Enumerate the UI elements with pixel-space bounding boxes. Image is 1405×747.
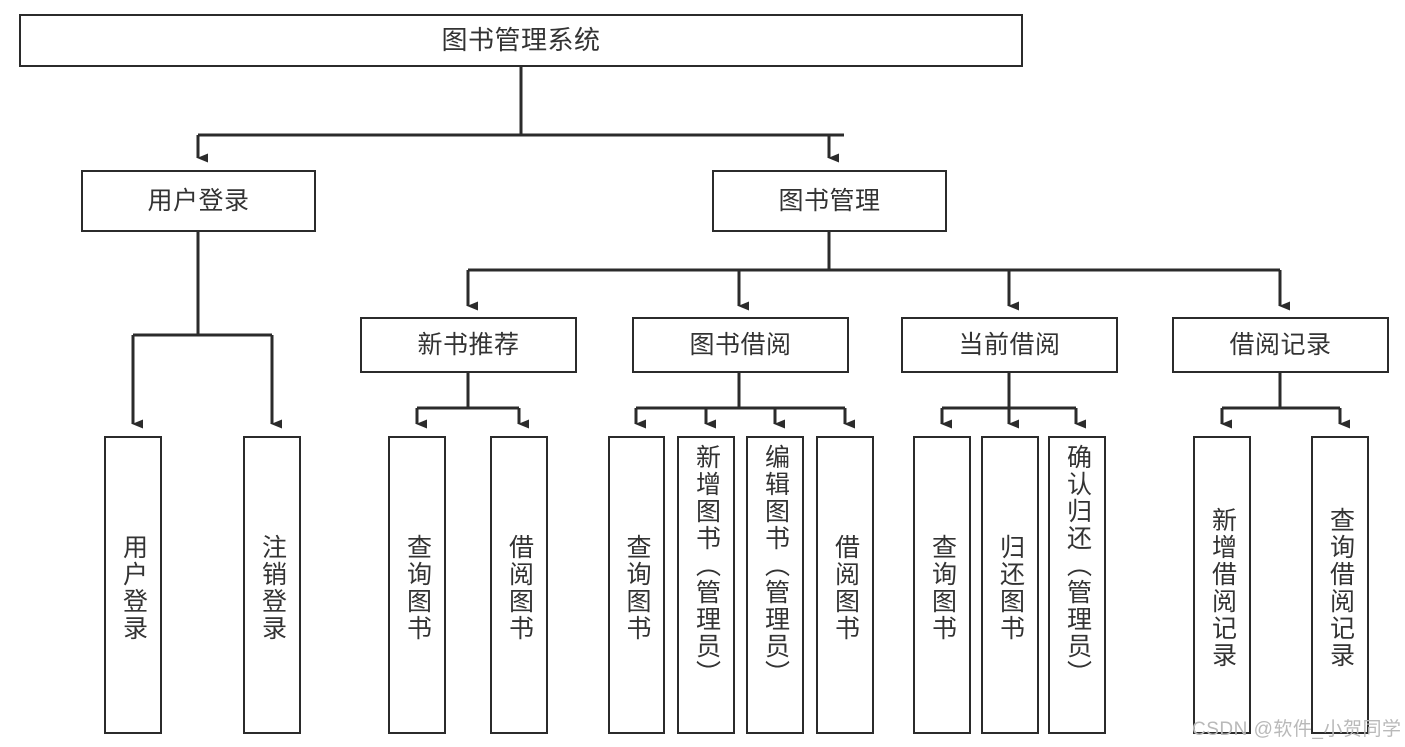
node-borrow-record-label: 借阅记录 (1229, 330, 1332, 359)
node-leaf-user-login[interactable]: 用户登录 (104, 436, 162, 734)
node-leaf-logout[interactable]: 注销登录 (243, 436, 301, 734)
node-current-borrow-label: 当前借阅 (958, 330, 1061, 359)
node-leaf-query-book-2-label: 查询图书 (623, 534, 651, 642)
node-current-borrow[interactable]: 当前借阅 (901, 317, 1118, 373)
node-leaf-edit-book-label: 编辑图书（管理员） (761, 444, 790, 687)
node-leaf-query-record[interactable]: 查询借阅记录 (1311, 436, 1369, 734)
node-leaf-logout-label: 注销登录 (258, 534, 287, 642)
node-leaf-add-book-label: 新增图书（管理员） (692, 444, 721, 687)
node-leaf-query-book-3[interactable]: 查询图书 (913, 436, 971, 734)
node-root[interactable]: 图书管理系统 (19, 14, 1023, 67)
node-leaf-query-book-1[interactable]: 查询图书 (388, 436, 446, 734)
node-borrow-record[interactable]: 借阅记录 (1172, 317, 1389, 373)
node-leaf-query-book-3-label: 查询图书 (928, 534, 957, 642)
node-leaf-confirm-return[interactable]: 确认归还（管理员） (1048, 436, 1106, 734)
node-book-manage[interactable]: 图书管理 (712, 170, 947, 232)
node-leaf-add-record-label: 新增借阅记录 (1208, 507, 1237, 669)
node-leaf-borrow-book-2[interactable]: 借阅图书 (816, 436, 874, 734)
node-leaf-edit-book[interactable]: 编辑图书（管理员） (746, 436, 804, 734)
node-leaf-user-login-label: 用户登录 (119, 534, 148, 642)
node-new-book-recommend[interactable]: 新书推荐 (360, 317, 577, 373)
node-leaf-borrow-book-1[interactable]: 借阅图书 (490, 436, 548, 734)
node-leaf-query-record-label: 查询借阅记录 (1326, 507, 1355, 669)
node-book-manage-label: 图书管理 (778, 186, 881, 215)
node-leaf-borrow-book-1-label: 借阅图书 (505, 534, 534, 642)
node-book-borrow-label: 图书借阅 (689, 330, 792, 359)
node-new-book-recommend-label: 新书推荐 (417, 330, 520, 359)
node-leaf-query-book-1-label: 查询图书 (403, 534, 432, 642)
node-leaf-borrow-book-2-label: 借阅图书 (831, 534, 860, 642)
node-leaf-return-book[interactable]: 归还图书 (981, 436, 1039, 734)
node-book-borrow[interactable]: 图书借阅 (632, 317, 849, 373)
node-leaf-confirm-return-label: 确认归还（管理员） (1063, 444, 1092, 687)
node-user-login-label: 用户登录 (147, 186, 250, 215)
node-leaf-add-book[interactable]: 新增图书（管理员） (677, 436, 735, 734)
node-root-label: 图书管理系统 (441, 25, 601, 56)
node-leaf-add-record[interactable]: 新增借阅记录 (1193, 436, 1251, 734)
node-user-login[interactable]: 用户登录 (81, 170, 316, 232)
node-leaf-query-book-2[interactable]: 查询图书 (608, 436, 665, 734)
node-leaf-return-book-label: 归还图书 (996, 534, 1025, 642)
